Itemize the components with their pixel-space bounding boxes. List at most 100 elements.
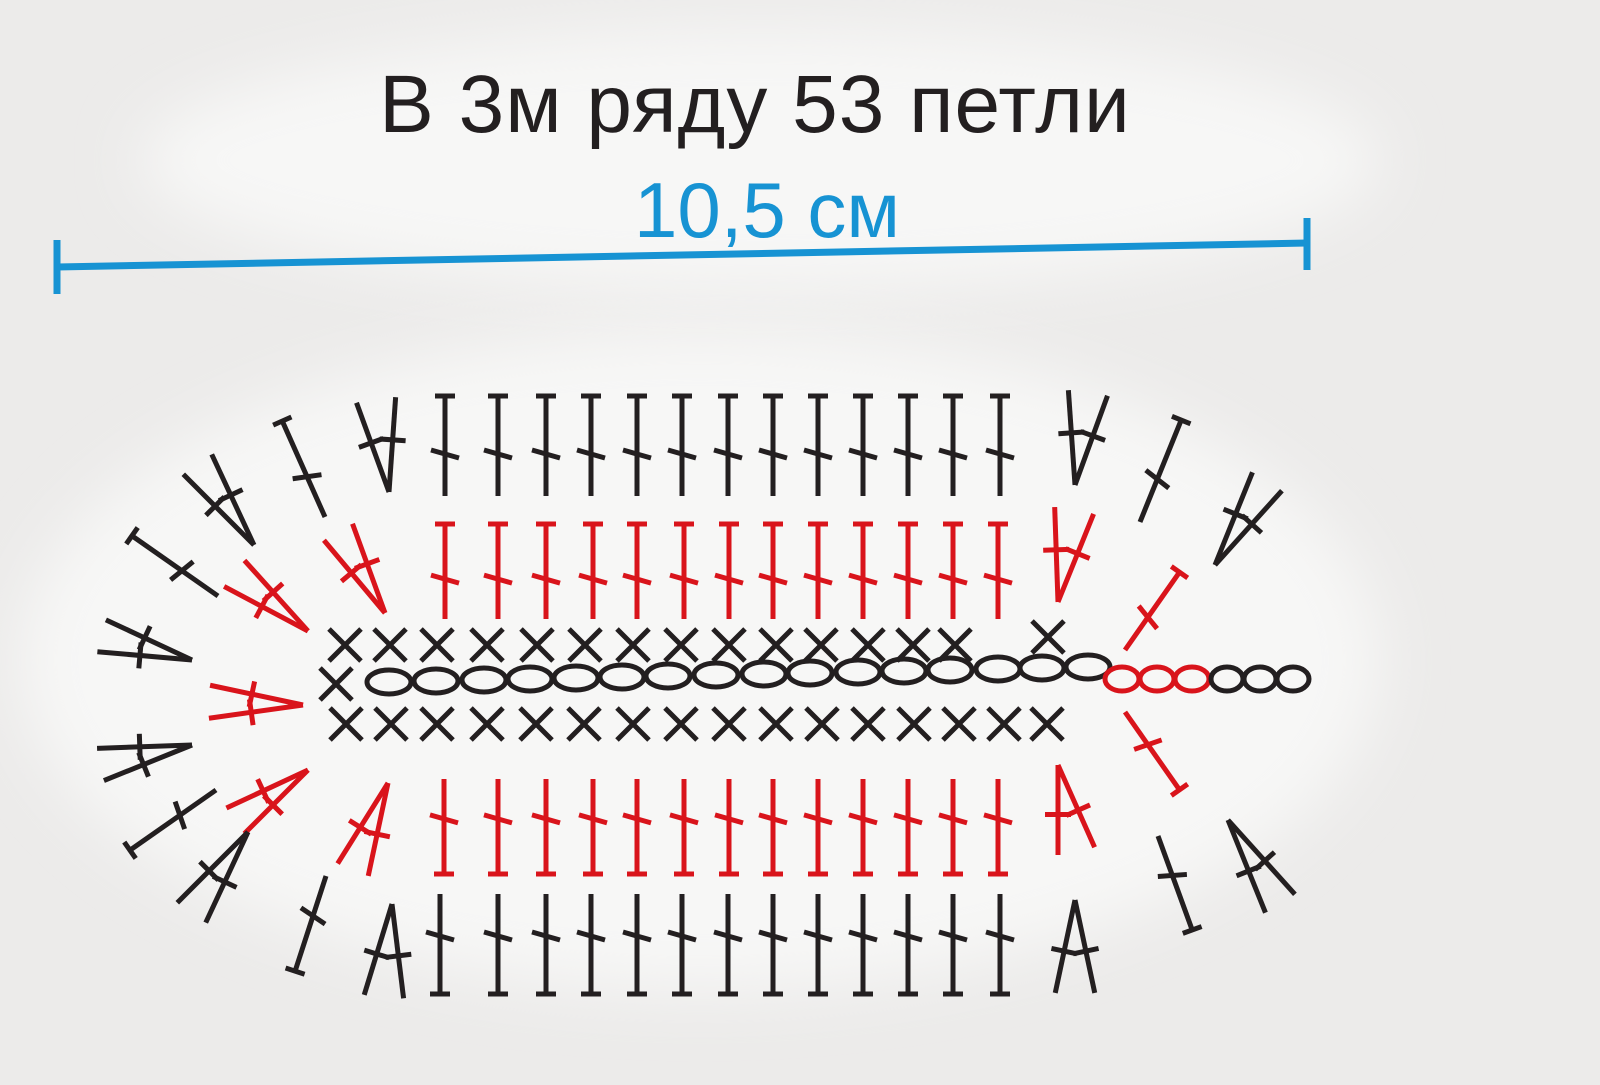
stitch-cross — [669, 572, 699, 586]
stitch-stem — [354, 401, 392, 493]
double-crochet-icon — [714, 779, 744, 877]
stroke — [711, 627, 747, 663]
increase-icon — [175, 830, 251, 924]
stroke — [803, 627, 839, 663]
stroke — [895, 627, 931, 663]
stitch-cross — [379, 436, 406, 444]
chain-icon — [505, 664, 555, 694]
chain-icon — [1274, 664, 1312, 694]
double-crochet-icon — [983, 521, 1013, 619]
stitch-stem — [350, 522, 388, 614]
chain-icon — [833, 657, 883, 687]
increase-icon — [361, 903, 412, 999]
stroke — [850, 627, 886, 663]
stroke — [896, 706, 932, 742]
single-crochet-icon — [711, 706, 747, 742]
stitch-cross — [985, 929, 1015, 943]
increase-icon — [97, 617, 194, 669]
single-crochet-icon — [469, 627, 505, 663]
double-crochet-icon — [622, 521, 652, 619]
stitch-cross — [803, 447, 833, 461]
stroke — [328, 706, 364, 742]
stitch-cross — [217, 487, 244, 503]
double-crochet-icon — [667, 894, 697, 997]
stroke — [518, 706, 554, 742]
single-crochet-icon — [758, 706, 794, 742]
double-crochet-icon — [938, 894, 968, 997]
stitch-stem — [280, 420, 328, 519]
stitch-cross — [363, 947, 390, 961]
stitch-top — [1170, 413, 1192, 427]
stitch-cross — [168, 559, 195, 582]
stitch-cross — [893, 812, 923, 826]
stroke — [615, 627, 651, 663]
double-crochet-icon — [893, 521, 923, 619]
stitch-stem — [1122, 710, 1182, 792]
double-crochet-icon — [893, 894, 923, 997]
double-crochet-icon — [985, 393, 1015, 496]
single-crochet-icon — [937, 627, 973, 663]
double-crochet-icon — [272, 414, 328, 519]
stitch-cross — [483, 447, 513, 461]
stitch-cross — [893, 447, 923, 461]
stitch-cross — [425, 929, 455, 943]
stitch-stem — [242, 768, 310, 836]
double-crochet-icon — [938, 779, 968, 877]
stitch-cross — [983, 572, 1013, 586]
stitch-stem — [389, 903, 407, 999]
double-crochet-icon — [531, 779, 561, 877]
stitch-cross — [1072, 945, 1100, 957]
double-crochet-icon — [713, 894, 743, 997]
single-crochet-icon — [711, 627, 747, 663]
stitch-stem — [1225, 819, 1268, 914]
stitch-cross — [893, 572, 923, 586]
stitch-cross — [1144, 468, 1171, 491]
chain-icon — [1017, 653, 1067, 683]
stitch-cross — [429, 812, 459, 826]
double-crochet-icon — [758, 894, 788, 997]
stitch-stem — [203, 830, 251, 924]
increase-icon — [354, 397, 406, 493]
double-crochet-icon — [667, 393, 697, 496]
double-crochet-icon — [758, 521, 788, 619]
single-crochet-icon — [519, 627, 555, 663]
stitch-cross — [1240, 513, 1264, 535]
stitch-cross — [622, 572, 652, 586]
single-crochet-icon — [327, 627, 363, 663]
increase-icon — [222, 558, 310, 634]
stitch-cross — [622, 812, 652, 826]
stitch-cross — [531, 929, 561, 943]
page-title: В 3м ряду 53 петли — [379, 59, 1131, 150]
double-crochet-icon — [284, 875, 329, 977]
stitch-stem — [175, 830, 250, 905]
stitch-cross — [848, 929, 878, 943]
single-crochet-icon — [896, 706, 932, 742]
stroke — [419, 706, 455, 742]
stitch-cross — [354, 557, 381, 571]
stitch-cross — [938, 447, 968, 461]
stitch-stem — [102, 742, 193, 783]
stitch-top — [272, 414, 293, 428]
stitch-cross — [713, 447, 743, 461]
stitch-cross — [531, 447, 561, 461]
stitch-cross — [261, 581, 285, 603]
stitch-cross — [938, 572, 968, 586]
stitch-stem — [225, 767, 310, 811]
double-crochet-icon — [531, 894, 561, 997]
stroke — [419, 627, 455, 663]
stitch-stem — [1052, 899, 1078, 994]
measure-line — [56, 239, 1308, 271]
stroke — [567, 627, 603, 663]
double-crochet-icon — [713, 393, 743, 496]
double-crochet-icon — [578, 779, 608, 877]
stroke — [566, 706, 602, 742]
single-crochet-icon — [663, 627, 699, 663]
chain-icon — [411, 666, 461, 696]
chain-icon — [1241, 664, 1279, 694]
stroke — [804, 706, 840, 742]
stitch-cross — [758, 572, 788, 586]
stitch-cross — [938, 812, 968, 826]
stitch-cross — [803, 572, 833, 586]
stitch-cross — [576, 929, 606, 943]
single-crochet-icon — [850, 627, 886, 663]
